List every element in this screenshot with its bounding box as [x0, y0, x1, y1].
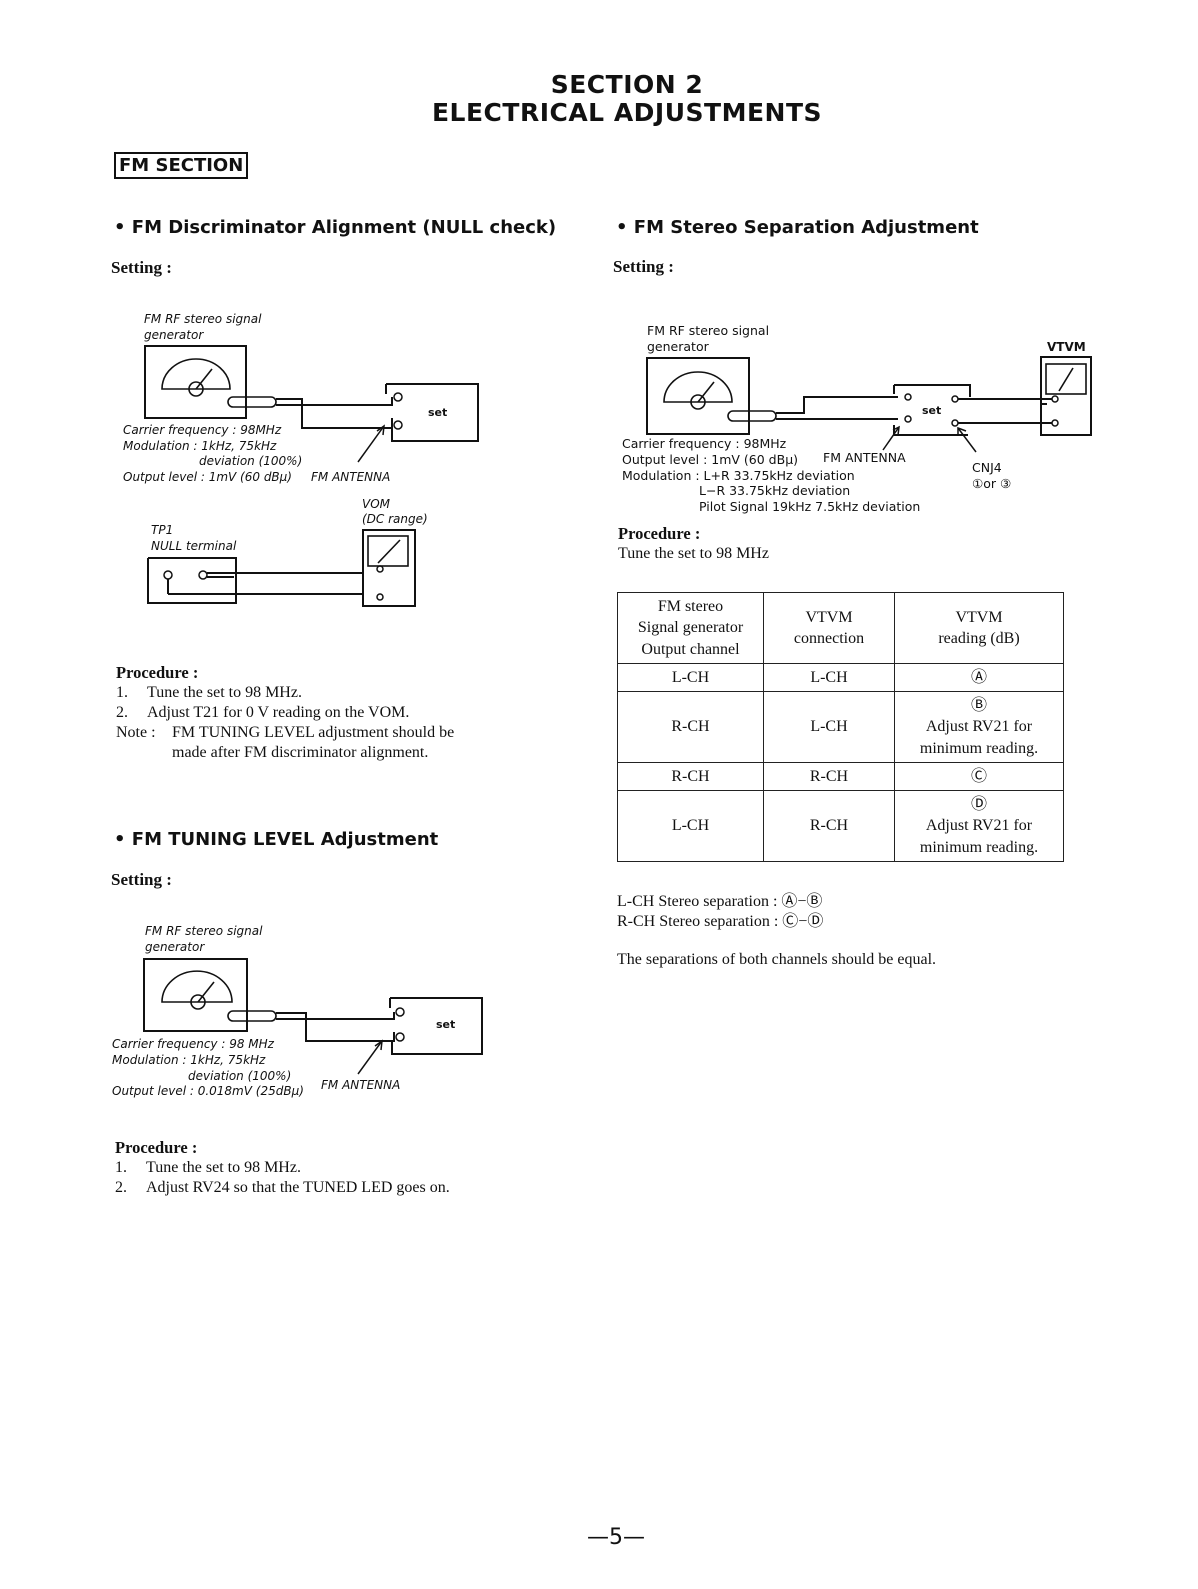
procedure-step: 1.Tune the set to 98 MHz.: [115, 1159, 301, 1176]
output-level: Output level : 1mV (60 dBμ): [123, 470, 292, 484]
deviation: deviation (100%): [199, 454, 303, 468]
procedure-step: 1.Tune the set to 98 MHz.: [116, 684, 302, 701]
modulation-lr: L−R 33.75kHz deviation: [699, 483, 851, 498]
discriminator-procedure-title: Procedure :: [116, 663, 199, 682]
separation-procedure-text: Tune the set to 98 MHz: [618, 545, 769, 562]
modulation: Modulation : 1kHz, 75kHz: [112, 1053, 266, 1067]
cnj4-label: CNJ4: [972, 460, 1002, 475]
separation-procedure-title: Procedure :: [618, 524, 701, 543]
carrier-frequency: Carrier frequency : 98MHz: [123, 423, 282, 437]
carrier-frequency: Carrier frequency : 98 MHz: [112, 1037, 274, 1051]
tuning-wiring: [276, 997, 483, 1075]
table-header-row: FM stereo Signal generator Output channe…: [617, 592, 1064, 664]
set-label: set: [428, 406, 448, 419]
procedure-note-cont: made after FM discriminator alignment.: [172, 744, 429, 761]
signal-generator-icon-2: [143, 958, 277, 1032]
header-output-channel: FM stereo Signal generator Output channe…: [617, 592, 764, 664]
modulation: Modulation : L+R 33.75kHz deviation: [622, 468, 855, 483]
page-number: —5—: [587, 1525, 645, 1550]
fm-antenna-label: FM ANTENNA: [321, 1078, 401, 1092]
procedure-step: 2.Adjust T21 for 0 V reading on the VOM.: [116, 704, 410, 721]
procedure-step: 2.Adjust RV24 so that the TUNED LED goes…: [115, 1179, 450, 1196]
generator-label-line2: generator: [647, 339, 709, 354]
set-label: set: [922, 404, 942, 417]
tuning-procedure-title: Procedure :: [115, 1138, 198, 1157]
table-row: R-CH L-CH Ⓑ Adjust RV21 for minimum read…: [617, 691, 1064, 763]
section-badge: FM SECTION: [114, 152, 249, 179]
table-row: L-CH R-CH Ⓓ Adjust RV21 for minimum read…: [617, 790, 1064, 862]
pilot-signal: Pilot Signal 19kHz 7.5kHz deviation: [699, 499, 921, 514]
tp1-label: TP1: [151, 523, 174, 537]
header-vtvm-reading: VTVM reading (dB): [894, 592, 1064, 664]
vom-range-label: (DC range): [362, 512, 428, 526]
set-label: set: [436, 1018, 456, 1031]
discriminator-wiring: [276, 383, 479, 463]
separation-table: FM stereo Signal generator Output channe…: [617, 592, 1064, 862]
separation-equal-note: The separations of both channels should …: [617, 951, 937, 968]
output-level: Output level : 1mV (60 dBμ): [622, 452, 799, 467]
page-title: ELECTRICAL ADJUSTMENTS: [431, 98, 823, 127]
modulation: Modulation : 1kHz, 75kHz: [123, 439, 277, 453]
generator-label-line1: FM RF stereo signal: [144, 312, 262, 326]
separation-wiring: [776, 356, 1092, 453]
rch-separation: R-CH Stereo separation : Ⓒ−Ⓓ: [617, 913, 824, 930]
deviation: deviation (100%): [188, 1069, 292, 1083]
discriminator-heading: • FM Discriminator Alignment (NULL check…: [114, 217, 557, 238]
lch-separation: L-CH Stereo separation : Ⓐ−Ⓑ: [617, 893, 823, 910]
header-vtvm-connection: VTVM connection: [763, 592, 895, 664]
signal-generator-icon: [144, 345, 277, 419]
table-row: R-CH R-CH Ⓒ: [617, 762, 1064, 791]
separation-heading: • FM Stereo Separation Adjustment: [616, 217, 979, 238]
carrier-frequency: Carrier frequency : 98MHz: [622, 436, 787, 451]
discriminator-setting-label: Setting :: [111, 258, 172, 277]
tuning-heading: • FM TUNING LEVEL Adjustment: [114, 829, 439, 850]
vom-label: VOM: [362, 497, 391, 511]
generator-label-line2: generator: [144, 328, 204, 342]
procedure-note: Note :FM TUNING LEVEL adjustment should …: [116, 724, 455, 741]
null-terminal-label: NULL terminal: [151, 539, 237, 553]
vtvm-label: VTVM: [1047, 340, 1086, 354]
fm-antenna-label: FM ANTENNA: [311, 470, 391, 484]
fm-antenna-label: FM ANTENNA: [823, 450, 906, 465]
output-level: Output level : 0.018mV (25dBμ): [112, 1084, 304, 1098]
section-number: SECTION 2: [550, 70, 704, 99]
generator-label-line2: generator: [145, 940, 205, 954]
separation-setting-label: Setting :: [613, 257, 674, 276]
tuning-setting-label: Setting :: [111, 870, 172, 889]
null-terminal-wiring: [147, 529, 416, 607]
generator-label-line1: FM RF stereo signal: [145, 924, 263, 938]
cnj4-pins: ①or ③: [972, 476, 1012, 491]
table-row: L-CH L-CH Ⓐ: [617, 663, 1064, 692]
generator-label-line1: FM RF stereo signal: [647, 323, 770, 338]
signal-generator-icon-3: [646, 357, 777, 435]
